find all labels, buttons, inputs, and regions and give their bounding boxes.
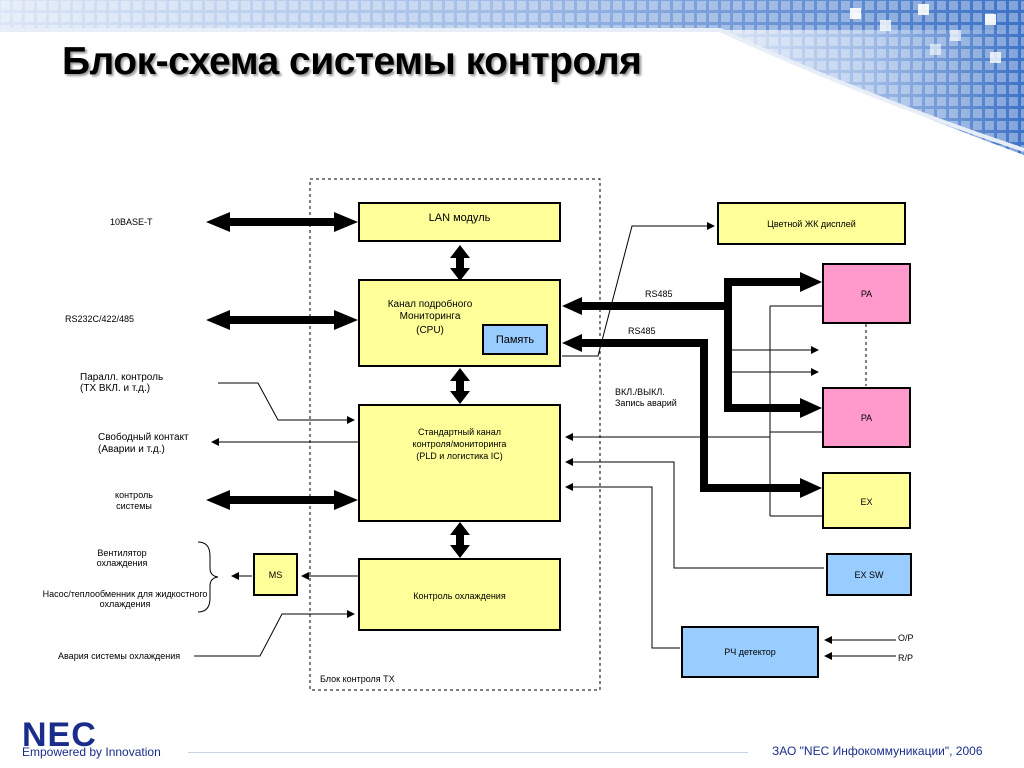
label-onoff-line2: Запись аварий (615, 398, 677, 408)
memory-label: Память (495, 334, 535, 346)
label-free-contact-line2: (Аварии и т.д.) (98, 444, 165, 455)
nec-logo: NEC (22, 716, 97, 754)
label-system-control-line2: системы (116, 501, 152, 511)
lan-module-label: LAN модуль (428, 212, 491, 224)
footer-copyright: ЗАО "NEC Инфокоммуникации", 2006 (772, 744, 983, 758)
header-banner (0, 0, 1024, 155)
lan-module-block: LAN модуль (358, 202, 561, 242)
footer-divider (188, 752, 748, 753)
cpu-label-line1: Канал подробного (387, 299, 473, 310)
ex-sw-block: EX SW (826, 553, 912, 596)
standard-channel-line2: контроля/мониторинга (412, 439, 507, 449)
label-cooling-alarm: Авария системы охлаждения (58, 651, 181, 661)
label-free-contact-line1: Свободный контакт (98, 432, 189, 443)
label-pump-line2: охлаждения (99, 599, 151, 609)
lcd-display-block: Цветной ЖК дисплей (717, 202, 906, 245)
pa-block-2: PA (822, 387, 911, 448)
pa-2-label: PA (860, 413, 873, 423)
ex-label: EX (860, 497, 873, 507)
rf-detector-label: РЧ детектор (724, 647, 776, 657)
cpu-label-line3: (CPU) (416, 325, 444, 336)
label-parallel-line2: (TX ВКЛ. и т.д.) (80, 383, 151, 394)
cooling-control-label: Контроль охлаждения (413, 591, 506, 601)
label-rs485-a: RS485 (645, 289, 673, 299)
standard-channel-line3: (PLD и логистика IC) (416, 451, 503, 461)
label-rp: R/P (898, 653, 914, 663)
ms-label: MS (268, 570, 283, 580)
label-fan-line2: охлаждения (96, 558, 148, 568)
container-label: Блок контроля TX (320, 674, 395, 684)
standard-channel-line1: Стандартный канал (417, 427, 502, 437)
standard-channel-block: Стандартный канал контроля/мониторинга (… (358, 404, 561, 522)
label-onoff-line1: ВКЛ./ВЫКЛ. (615, 387, 665, 397)
label-pump-line1: Насос/теплообменник для жидкостного (42, 589, 208, 599)
slide-title: Блок-схема системы контроля (62, 40, 642, 83)
label-op: O/P (898, 633, 914, 643)
lcd-display-label: Цветной ЖК дисплей (767, 219, 856, 229)
cpu-label-line2: Мониторинга (399, 311, 461, 322)
label-10base-t: 10BASE-T (110, 217, 153, 227)
ex-block: EX (822, 472, 911, 529)
cooling-control-block: Контроль охлаждения (358, 558, 561, 631)
memory-block: Память (482, 324, 548, 355)
label-fan-line1: Вентилятор (97, 548, 147, 558)
pa-1-label: PA (860, 289, 873, 299)
ms-block: MS (253, 553, 298, 596)
label-rs485-b: RS485 (628, 326, 656, 336)
pa-block-1: PA (822, 263, 911, 324)
rf-detector-block: РЧ детектор (681, 626, 819, 678)
label-rs232: RS232C/422/485 (65, 314, 135, 324)
label-parallel-line1: Паралл. контроль (80, 372, 164, 383)
ex-sw-label: EX SW (854, 570, 884, 580)
nec-tagline: Empowered by Innovation (22, 745, 161, 759)
label-system-control-line1: контроль (115, 490, 153, 500)
